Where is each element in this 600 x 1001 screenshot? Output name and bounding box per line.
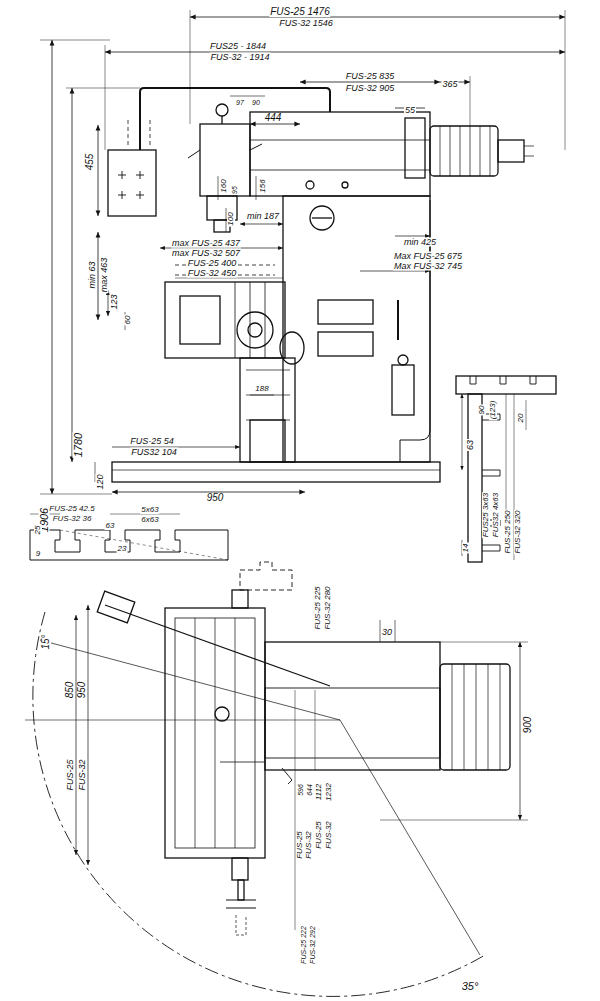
dimension-label: FUS-25 [315,820,323,850]
dimension-label: FUS-25 42.5 [48,505,95,513]
dimension-label: 160 [220,178,228,193]
dimension-label: FUS25 - 1844 [209,42,267,51]
dimension-label: min 425 [403,238,437,247]
dimension-label: FUS-25 400 [187,259,238,268]
dimension-label: 156 [259,178,267,193]
dimension-label: 90 [478,405,486,416]
dimension-label: 6x63 [140,516,159,524]
dimension-label: 950 [206,493,225,503]
dimension-label: 25 [34,525,42,536]
dimension-label: FUS-25 835 [345,72,396,81]
dimension-label: 9 [35,550,41,558]
dimension-label: FUS-32 320 [514,509,522,554]
dimension-label: 1112 [315,783,323,802]
dimension-label: 97 [235,99,245,106]
dimension-label: 188 [254,385,269,393]
dimension-label: FUS-32 - 1914 [209,53,270,62]
dimension-label: FUS25 3x63 [482,492,490,538]
dimension-label: FUS-25 [66,758,75,791]
dimension-label: Max FUS-32 745 [393,262,463,271]
dimension-label: 900 [523,716,533,735]
dimension-label: 55 [404,106,416,115]
dimension-label: 15° [41,633,51,650]
dimension-label: max FUS-32 507 [171,249,241,258]
dimension-label: FUS-32 [305,830,313,860]
dimension-label: max 463 [100,257,109,294]
dimension-label: max FUS-25 437 [171,239,241,248]
dimension-label: 63 [466,439,475,451]
dimension-label: 5x63 [140,506,159,514]
dimension-label: 596 [297,783,304,797]
dimension-label: FUS-25 1476 [269,7,330,17]
dimension-label: FUS-25 [296,830,304,860]
dimension-label: 1780 [73,432,84,458]
dimension-label: FUS-25 225 [314,585,322,630]
dimension-label: 455 [85,153,95,172]
dimension-label: min 187 [246,212,280,221]
dimension-label: FUS-32 1546 [278,19,334,28]
dimension-label: 644 [306,783,313,797]
dimension-label: 20 [517,413,525,424]
dimension-label: FUS-32 [325,820,333,850]
dimension-label: FUS-25 250 [504,509,512,554]
dimension-label: 365 [441,80,458,89]
dimension-label: 123 [110,293,119,310]
dimension-label: FUS-25 222 [300,925,307,965]
dimension-label: FUS-32 36 [52,515,93,523]
dimension-label: FUS-25 54 [129,437,175,446]
dimension-label: FUS-32 280 [324,585,332,630]
dimension-label: FUS32 104 [130,448,178,457]
dimension-label: 95 [231,185,238,195]
dimension-label: 35° [461,981,480,992]
dimension-label: 63 [105,522,116,530]
dimension-label: min 63 [88,260,97,289]
dimension-label: 120 [96,473,105,490]
dimension-label: FUS-32 [78,758,87,791]
dimension-label: Max FUS-25 675 [393,252,463,261]
dimension-label: FUS-32 292 [309,925,316,965]
dimension-label: 100 [227,211,235,226]
dimension-label: 444 [264,113,283,123]
dimension-label: FUS-32 905 [345,84,396,93]
dimension-label: FUS32 4x63 [492,492,500,538]
dimension-label: 850 [65,681,75,700]
dimension-label: 14 [462,543,470,554]
dimension-label: 60 [124,315,132,326]
dimension-label: 23 [117,545,128,553]
dimension-label: (123) [489,400,497,421]
dimension-label: 90 [251,99,261,106]
dimension-label: FUS-32 450 [187,269,238,278]
dimension-label: 950 [77,681,87,700]
dimension-label: 1232 [325,782,333,802]
dimension-label: 30 [381,628,393,637]
